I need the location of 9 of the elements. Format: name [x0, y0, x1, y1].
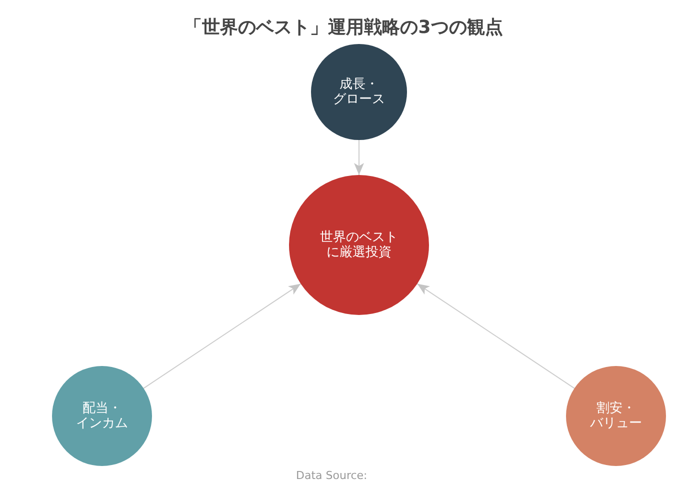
circle-label: 成長・グロース: [333, 77, 385, 107]
source-note: Data Source:: [296, 469, 368, 482]
circle-label: 配当・インカム: [76, 401, 128, 431]
circle-label: 世界のベストに厳選投資: [318, 230, 399, 260]
circle-label: 割安・バリュー: [590, 401, 642, 431]
arrow: [143, 283, 302, 389]
arrow: [416, 283, 575, 389]
arrow: [354, 140, 364, 176]
chart-title: 「世界のベスト」運用戦略の3つの観点: [184, 16, 503, 40]
